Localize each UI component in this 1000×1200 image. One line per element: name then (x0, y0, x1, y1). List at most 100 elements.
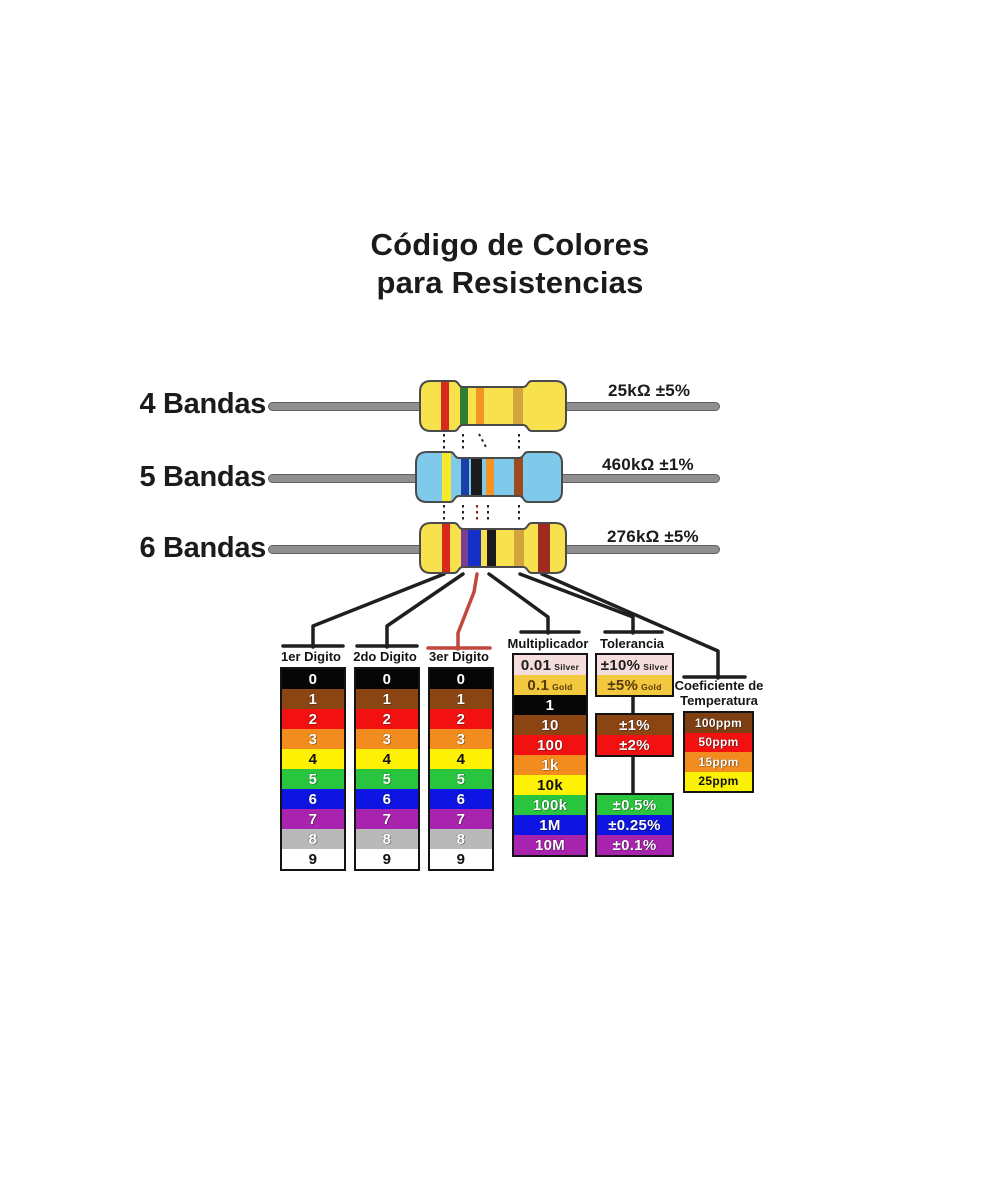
resistor-label: 6 Bandas (139, 532, 266, 564)
cell-label: 5 (308, 770, 318, 788)
gold-band (514, 523, 524, 573)
cell-label: 3 (456, 730, 466, 748)
color-cell: 8 (282, 829, 344, 849)
digit-column-header: 2do Digito (353, 649, 417, 664)
cell-label: 2 (308, 710, 318, 728)
cell-label: 1 (308, 690, 318, 708)
color-cell: 3 (356, 729, 418, 749)
resistor-label: 5 Bandas (139, 461, 266, 493)
resistor-value: 25kΩ ±5% (608, 381, 691, 400)
color-cell: 9 (430, 849, 492, 869)
cell-label: 1k (541, 756, 559, 774)
color-cell: ±1% (597, 715, 672, 735)
cell-label: 4 (308, 750, 318, 768)
color-cell: 7 (356, 809, 418, 829)
color-cell: 50ppm (685, 732, 752, 752)
cell-label: 10k (537, 776, 563, 794)
color-cell: 4 (430, 749, 492, 769)
cell-label: 50ppm (698, 735, 739, 750)
cell-label: ±1% (619, 716, 650, 734)
color-cell: 9 (282, 849, 344, 869)
yellow-band (442, 452, 451, 502)
blue-band (461, 452, 469, 502)
cell-label: 7 (308, 810, 318, 828)
color-cell: ±2% (597, 735, 672, 755)
cell-label: 5 (382, 770, 392, 788)
cell-suffix: Gold (552, 681, 573, 692)
color-cell: 0 (356, 669, 418, 689)
cell-label: ±2% (619, 736, 650, 754)
cell-label: 9 (382, 850, 392, 868)
color-cell: 3 (430, 729, 492, 749)
color-cell: 9 (356, 849, 418, 869)
color-cell: 4 (356, 749, 418, 769)
cell-label: 6 (456, 790, 466, 808)
color-cell: 1k (514, 755, 586, 775)
resistor-label: 4 Bandas (139, 388, 266, 420)
orange-band (486, 452, 494, 502)
color-cell: 1 (514, 695, 586, 715)
color-cell: 8 (430, 829, 492, 849)
dashed-link-band3 (478, 433, 488, 450)
cell-label: 1 (382, 690, 392, 708)
color-cell: 1 (430, 689, 492, 709)
cell-label: 2 (456, 710, 466, 728)
cell-label: 0 (308, 670, 318, 688)
color-cell: 3 (282, 729, 344, 749)
color-cell: 0 (282, 669, 344, 689)
color-cell: ±0.5% (597, 795, 672, 815)
color-cell: 8 (356, 829, 418, 849)
cell-label: 0 (382, 670, 392, 688)
cell-label: 10M (534, 836, 566, 854)
cell-label: 100k (532, 796, 568, 814)
cell-label: ±10% (600, 656, 641, 674)
brown-band (514, 452, 523, 502)
color-cell: 100 (514, 735, 586, 755)
color-cell: 10 (514, 715, 586, 735)
black-band (471, 452, 482, 502)
digit-column-header: 1er Digito (281, 649, 341, 664)
tolerance-header: Tolerancia (599, 636, 665, 651)
color-cell: 2 (430, 709, 492, 729)
cell-label: ±0.25% (608, 816, 661, 834)
cell-label: 1 (456, 690, 466, 708)
page-title: Código de Colores para Resistencias (10, 226, 1000, 302)
connector-multiplier (487, 572, 550, 635)
gold-band (513, 381, 523, 431)
cell-label: 7 (382, 810, 392, 828)
tempco-header-line1: Coeficiente de (674, 678, 764, 693)
cell-label: 100ppm (694, 715, 743, 730)
cell-label: 9 (456, 850, 466, 868)
cell-label: 8 (456, 830, 466, 848)
cell-label: 6 (308, 790, 318, 808)
color-cell: 0 (430, 669, 492, 689)
cell-label: 4 (456, 750, 466, 768)
tempco-header-line2: Temperatura (680, 693, 758, 708)
violet-band (461, 523, 469, 573)
color-cell: 7 (430, 809, 492, 829)
cell-label: 2 (382, 710, 392, 728)
cell-label: 10 (541, 716, 559, 734)
cell-suffix: Silver (643, 661, 669, 672)
red-band (442, 523, 450, 573)
tolerance-group: ±0.5%±0.25%±0.1% (595, 793, 674, 857)
page-title-line2: para Resistencias (376, 265, 644, 300)
connector-tolerance (518, 572, 635, 635)
cell-label: 15ppm (698, 754, 739, 769)
resistor-value: 460kΩ ±1% (602, 455, 694, 474)
blue-band (468, 523, 481, 573)
color-cell: 10M (514, 835, 586, 855)
color-cell: 5 (282, 769, 344, 789)
cell-label: 9 (308, 850, 318, 868)
cell-label: 3 (382, 730, 392, 748)
cell-suffix: Gold (641, 681, 662, 692)
cell-label: 4 (382, 750, 392, 768)
color-cell: 1 (356, 689, 418, 709)
resistor-5-band (415, 451, 563, 503)
cell-label: 6 (382, 790, 392, 808)
